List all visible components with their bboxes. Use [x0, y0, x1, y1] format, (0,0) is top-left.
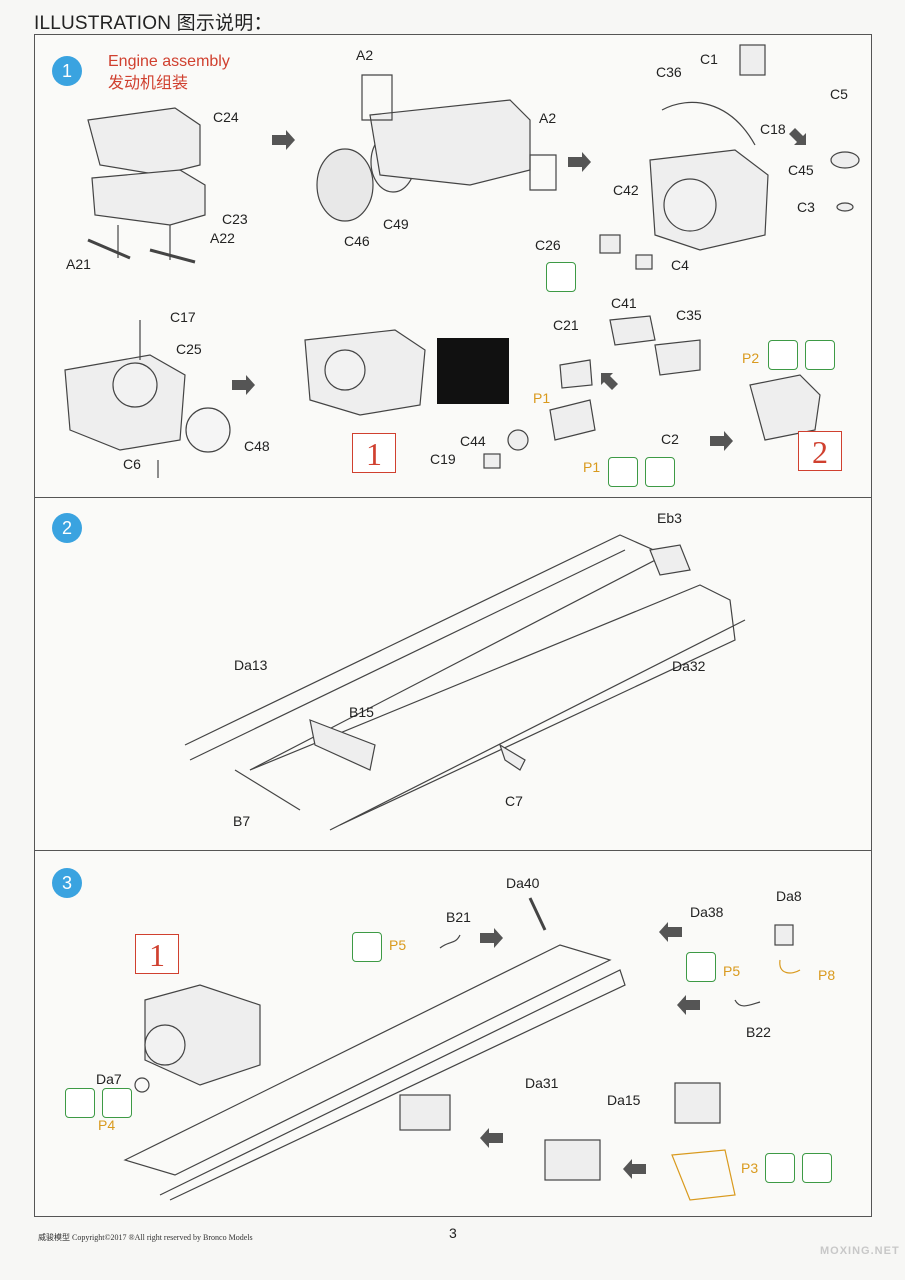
part-label-c4: C4 — [671, 257, 689, 273]
part-label-b21: B21 — [446, 909, 471, 925]
watermark: MOXING.NET — [820, 1245, 900, 1257]
part-label-c19: C19 — [430, 451, 456, 467]
part-label-c1: C1 — [700, 51, 718, 67]
glue-icon — [546, 262, 576, 292]
part-label-da38: Da38 — [690, 904, 724, 920]
part-label-da31: Da31 — [525, 1075, 559, 1091]
part-label-c18: C18 — [760, 121, 786, 137]
part-label-c7: C7 — [505, 793, 523, 809]
part-label-c25: C25 — [176, 341, 202, 357]
part-label-c41: C41 — [611, 295, 637, 311]
paint-label-p3: P3 — [741, 1160, 759, 1176]
engine-block-drawing-3 — [599, 44, 860, 270]
paint-brush-icon — [805, 340, 835, 370]
paint-label-p1-photo: P1 — [533, 390, 551, 406]
part-label-c21: C21 — [553, 317, 579, 333]
paint-label-p5-right: P5 — [723, 963, 741, 979]
copyright-text: 威骏模型 Copyright©2017 ®All right reserved … — [38, 1233, 253, 1242]
part-label-da7: Da7 — [96, 1071, 122, 1087]
part-label-b22: B22 — [746, 1024, 771, 1040]
paint-label-p2: P2 — [742, 350, 760, 366]
step-1-badge: 1 — [52, 56, 82, 86]
part-label-da8: Da8 — [776, 888, 802, 904]
part-label-c45: C45 — [788, 162, 814, 178]
paint-brush-icon — [802, 1153, 832, 1183]
part-label-c24: C24 — [213, 109, 239, 125]
paint-brush-icon — [102, 1088, 132, 1118]
subassembly-ref-2: 2 — [798, 431, 842, 471]
part-label-da40: Da40 — [506, 875, 540, 891]
part-label-c42: C42 — [613, 182, 639, 198]
arrow-down-icon — [768, 340, 798, 370]
engine-block-drawing-1 — [87, 107, 206, 264]
page-number: 3 — [449, 1225, 457, 1241]
part-label-da32: Da32 — [672, 658, 706, 674]
part-label-a22: A22 — [210, 230, 235, 246]
part-label-a2-right: A2 — [539, 110, 557, 126]
part-label-da13: Da13 — [234, 657, 268, 673]
paint-label-p1: P1 — [583, 459, 601, 475]
part-label-da15: Da15 — [607, 1092, 641, 1108]
part-label-b7: B7 — [233, 813, 251, 829]
step3-chassis-drawing — [123, 897, 801, 1201]
engine-block-drawing-2 — [316, 74, 557, 222]
paint-label-p4: P4 — [98, 1117, 116, 1133]
chassis-frame-drawing — [184, 534, 746, 831]
page-title: ILLUSTRATION 图示说明： — [34, 13, 273, 34]
paint-brush-icon — [686, 952, 716, 982]
part-label-c49: C49 — [383, 216, 409, 232]
part-label-c46: C46 — [344, 233, 370, 249]
subassembly-ref-1: 1 — [352, 433, 396, 473]
part-label-c23: C23 — [222, 211, 248, 227]
part-label-c17: C17 — [170, 309, 196, 325]
part-label-c5: C5 — [830, 86, 848, 102]
engine-block-drawing-5 — [304, 329, 426, 416]
arrow-down-icon — [765, 1153, 795, 1183]
part-label-eb3: Eb3 — [657, 510, 682, 526]
reference-photo — [437, 338, 509, 404]
step-3-badge: 3 — [52, 868, 82, 898]
part-label-a2-top: A2 — [356, 47, 374, 63]
part-label-c44: C44 — [460, 433, 486, 449]
arrow-down-icon — [608, 457, 638, 487]
part-label-a21: A21 — [66, 256, 91, 272]
step-1-title-cn: 发动机组装 — [108, 75, 189, 92]
part-label-c2: C2 — [661, 431, 679, 447]
step-2-badge: 2 — [52, 513, 82, 543]
paint-brush-icon — [352, 932, 382, 962]
paint-label-p5-left: P5 — [389, 937, 407, 953]
part-label-c26: C26 — [535, 237, 561, 253]
step-2-panel — [34, 497, 872, 851]
direction-arrows — [232, 128, 806, 1179]
part-label-b15: B15 — [349, 704, 374, 720]
engine-block-drawing-4 — [64, 320, 231, 478]
accessory-parts-drawing — [483, 315, 821, 469]
part-label-c48: C48 — [244, 438, 270, 454]
step-1-title-en: Engine assembly — [108, 53, 230, 70]
arrow-down-icon — [65, 1088, 95, 1118]
part-label-c36: C36 — [656, 64, 682, 80]
paint-label-p8: P8 — [818, 967, 836, 983]
paint-brush-icon — [645, 457, 675, 487]
part-label-c6: C6 — [123, 456, 141, 472]
part-label-c3: C3 — [797, 199, 815, 215]
subassembly-ref-1: 1 — [135, 934, 179, 974]
part-label-c35: C35 — [676, 307, 702, 323]
